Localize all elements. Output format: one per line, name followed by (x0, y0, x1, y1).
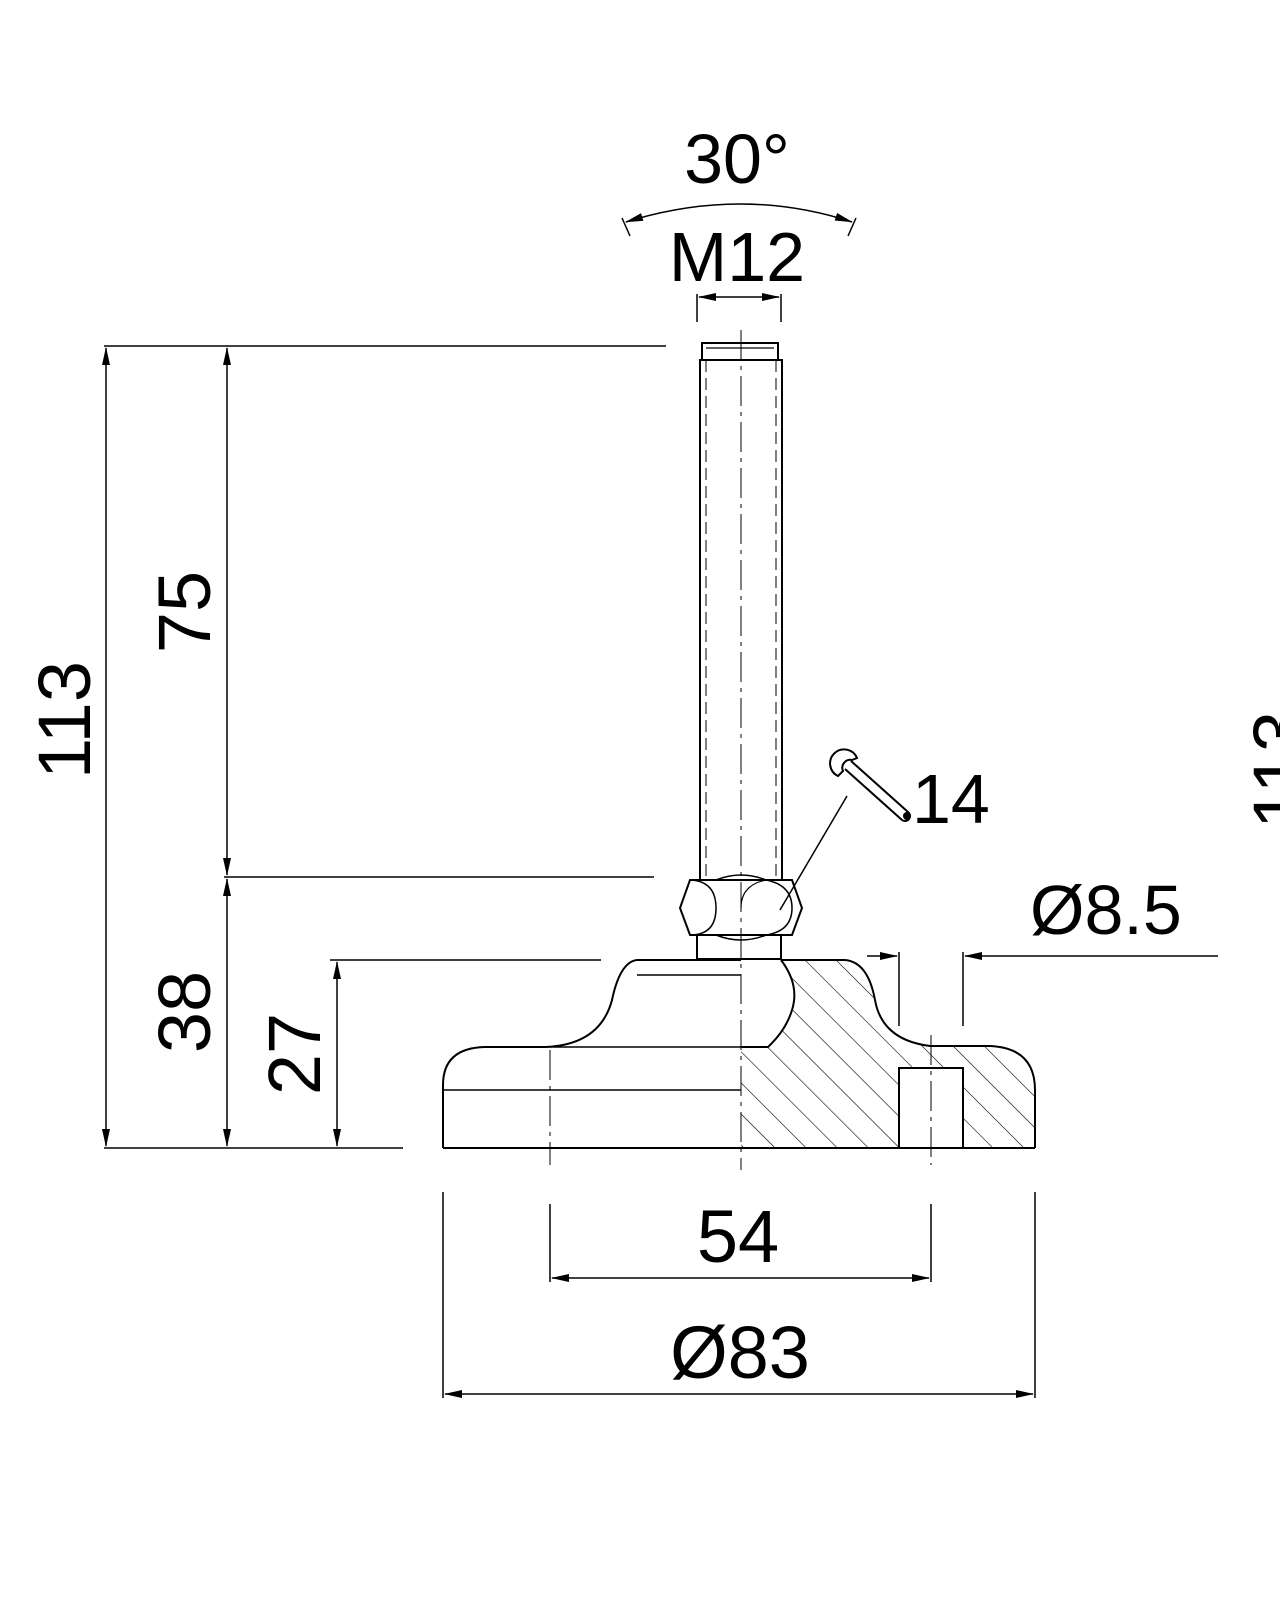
leveling-foot-part (442, 330, 1036, 1170)
base-height-label: 38 (143, 971, 226, 1053)
base-section (741, 959, 1036, 1149)
clipped-edge-label: 113 (1238, 711, 1280, 829)
dimension-lines (102, 203, 1218, 1398)
wrench-size-label: 14 (912, 760, 990, 838)
stud-length-label: 75 (143, 571, 226, 653)
base-diameter-label: Ø83 (670, 1311, 810, 1394)
thread-size-label: M12 (669, 218, 805, 296)
angle-label: 30° (684, 120, 790, 198)
hole-diameter-label: Ø8.5 (1030, 871, 1182, 949)
total-height-label: 113 (23, 661, 106, 779)
wrench-icon (829, 748, 911, 822)
hole-spacing-label: 54 (697, 1195, 779, 1278)
dimension-labels: 30° M12 14 Ø8.5 113 75 38 27 54 Ø83 113 (23, 120, 1280, 1394)
center-lines (549, 330, 932, 1170)
foot-height-label: 27 (253, 1013, 336, 1095)
